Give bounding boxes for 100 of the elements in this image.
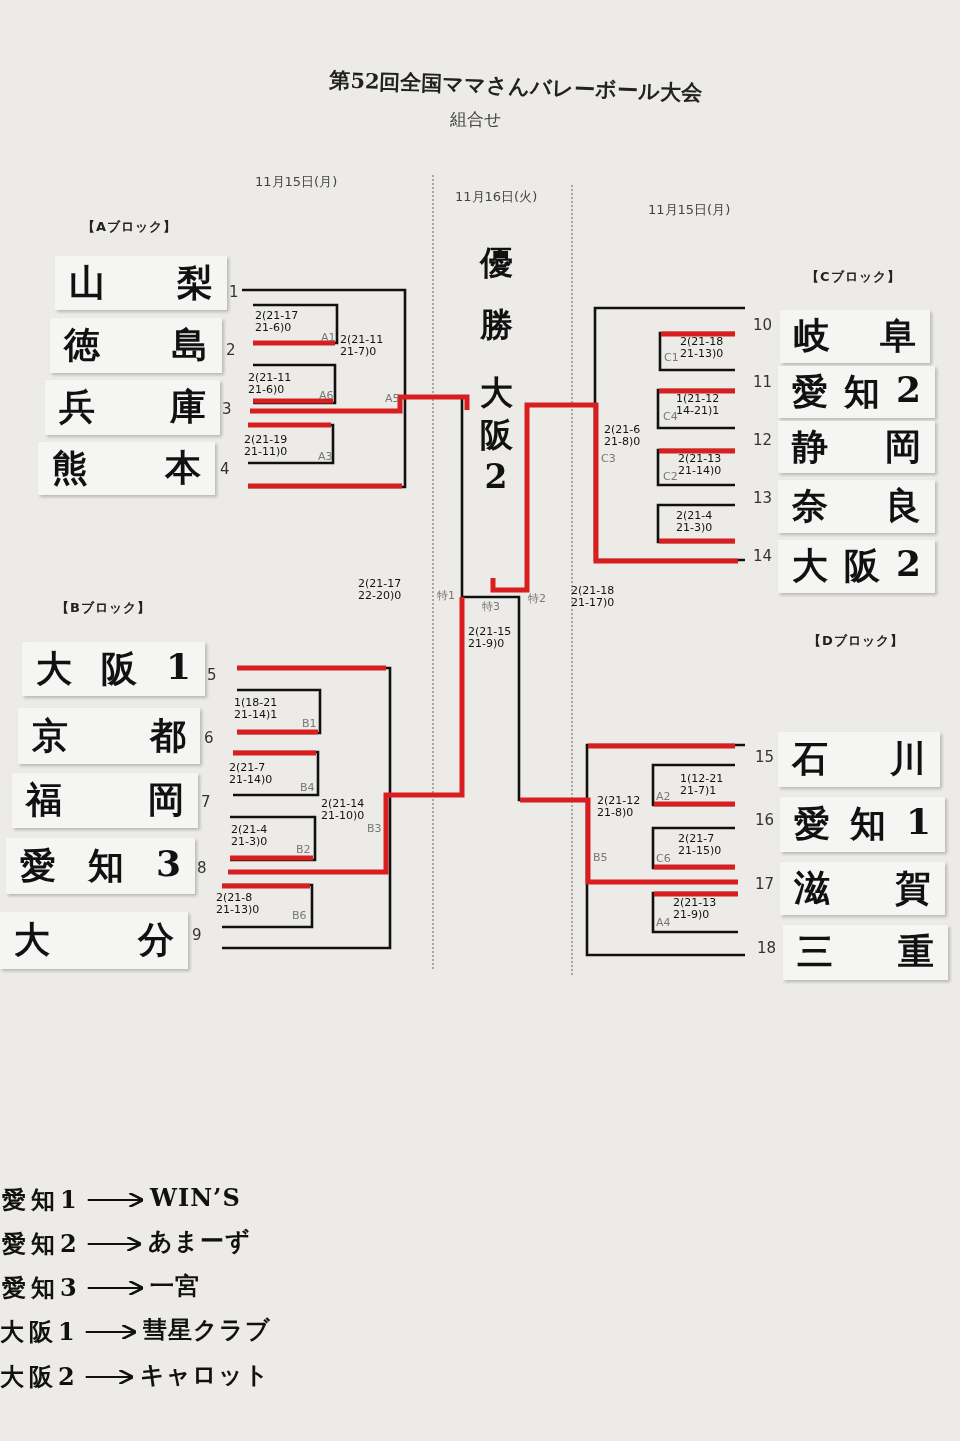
seed-number: 2 (226, 341, 236, 359)
team-name: 愛知 3 (20, 841, 181, 888)
team-card (780, 862, 945, 915)
score-note: 2(21-15 21-9)0 (468, 626, 513, 650)
score-note: 2(21-11 21-7)0 (340, 334, 385, 358)
team-name: 京都 (32, 712, 186, 758)
score-note: 2(21-17 22-20)0 (358, 578, 403, 602)
title: 第52回全国ママさんバレーボール大会 (329, 66, 703, 107)
match-code: C2 (663, 470, 678, 483)
team-card (778, 480, 935, 533)
club-name: WIN’S (150, 1182, 241, 1214)
match-code: B6 (292, 909, 307, 922)
match-code: B3 (367, 822, 382, 835)
arrow (86, 1235, 143, 1253)
match-code: 特3 (482, 599, 500, 614)
team-card (55, 256, 227, 310)
team-card (780, 797, 945, 852)
team-card (783, 925, 948, 980)
block-heading: 【Dブロック】 (808, 632, 904, 650)
seed-number: 13 (753, 489, 773, 507)
seed-number: 3 (222, 400, 232, 418)
team-name: 滋賀 (794, 865, 931, 910)
team-card (22, 642, 205, 696)
score-note: 2(21-18 21-17)0 (571, 585, 616, 609)
seed-number: 11 (753, 373, 773, 391)
match-code: C4 (663, 410, 678, 423)
match-code: C1 (664, 351, 679, 364)
match-code: C3 (601, 452, 616, 465)
team-name: 大分 (14, 917, 174, 962)
team-card (38, 442, 215, 495)
score-note: 2(21-12 21-8)0 (597, 795, 642, 819)
seed-number: 18 (757, 939, 777, 957)
team-name: 石川 (792, 736, 926, 781)
seed-number: 8 (197, 859, 207, 877)
team-name: 愛知 1 (794, 800, 931, 846)
score-note: 2(21-7 21-14)0 (229, 762, 274, 786)
team-name: 静岡 (792, 423, 921, 469)
champion-heading: 優勝 (478, 242, 514, 346)
team-card (778, 732, 940, 787)
club-name: 彗星クラブ (143, 1314, 271, 1346)
team-name: 三重 (797, 929, 934, 974)
team-name: 奈良 (792, 483, 921, 528)
team-card (12, 773, 198, 828)
score-note: 2(21-18 21-13)0 (680, 336, 725, 360)
seed-number: 15 (755, 748, 775, 766)
arrow (86, 1191, 145, 1209)
team-label: 愛知2 (2, 1228, 82, 1260)
team-card (18, 708, 200, 764)
team-label: 大阪1 (0, 1316, 80, 1348)
score-note: 2(21-4 21-3)0 (231, 824, 269, 848)
arrow (86, 1279, 145, 1297)
match-code: B1 (302, 717, 317, 730)
score-note: 2(21-19 21-11)0 (244, 434, 289, 458)
score-note: 1(21-12 14-21)1 (676, 393, 721, 417)
team-name: 大阪 1 (36, 644, 191, 691)
team-name: 愛知 2 (792, 367, 921, 414)
team-card (6, 838, 195, 894)
seed-number: 9 (192, 926, 202, 944)
seed-number: 4 (220, 460, 230, 478)
score-note: 2(21-14 21-10)0 (321, 798, 366, 822)
block-heading: 【Aブロック】 (82, 218, 178, 236)
match-code: B2 (296, 843, 311, 856)
team-label: 愛知1 (2, 1184, 82, 1216)
team-name: 熊本 (52, 445, 201, 490)
team-card (780, 310, 930, 363)
team-card (778, 421, 935, 473)
champion-name: 大阪2 (478, 372, 514, 498)
score-note: 2(21-8 21-13)0 (216, 892, 261, 916)
club-name: あまーず (148, 1225, 251, 1257)
score-note: 2(21-7 21-15)0 (678, 833, 723, 857)
team-name: 山梨 (69, 259, 213, 305)
date-label: 11月15日(月) (255, 173, 338, 191)
seed-number: 17 (755, 875, 775, 893)
block-heading: 【Cブロック】 (806, 268, 901, 286)
score-note: 2(21-6 21-8)0 (604, 424, 642, 448)
seed-number: 12 (753, 431, 773, 449)
club-name: キャロット (140, 1359, 270, 1391)
score-note: 2(21-11 21-6)0 (248, 372, 293, 396)
club-name: 一宮 (150, 1270, 200, 1302)
seed-number: 7 (201, 793, 211, 811)
score-note: 1(12-21 21-7)1 (680, 773, 725, 797)
match-code: C6 (656, 852, 671, 865)
score-note: 2(21-17 21-6)0 (255, 310, 300, 334)
team-name: 徳島 (64, 322, 208, 367)
team-card (778, 540, 935, 593)
date-label: 11月15日(月) (648, 201, 731, 219)
match-code: A4 (656, 916, 671, 929)
team-label: 愛知3 (2, 1272, 82, 1304)
seed-number: 10 (753, 316, 773, 334)
match-code: B5 (593, 851, 608, 864)
date-label: 11月16日(火) (455, 188, 538, 206)
seed-number: 5 (207, 666, 217, 684)
seed-number: 1 (229, 283, 239, 301)
team-card (50, 318, 222, 373)
team-label: 大阪2 (0, 1361, 80, 1393)
match-code: 特1 (437, 588, 455, 603)
score-note: 1(18-21 21-14)1 (234, 697, 279, 721)
block-heading: 【Bブロック】 (56, 599, 151, 617)
team-card (778, 366, 935, 418)
match-code: B4 (300, 781, 315, 794)
